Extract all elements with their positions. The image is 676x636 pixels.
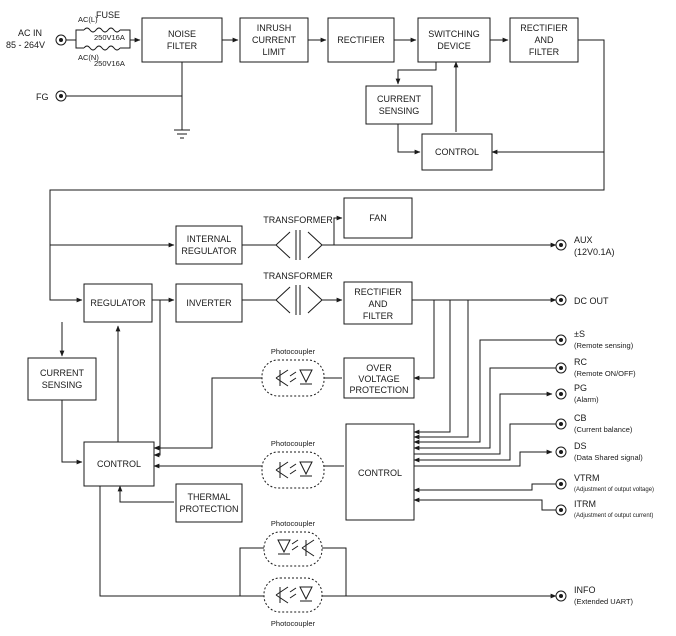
photocoupler-2: Photocoupler	[261, 439, 325, 489]
cb-label: CB	[574, 413, 587, 423]
ac-range-label: 85 - 264V	[6, 40, 45, 50]
svg-text:PROTECTION: PROTECTION	[349, 385, 408, 395]
fuse-n-label: AC(N)	[78, 53, 99, 62]
svg-text:REGULATOR: REGULATOR	[90, 298, 146, 308]
svg-text:SENSING: SENSING	[379, 106, 420, 116]
ds-label: DS	[574, 441, 587, 451]
svg-text:DEVICE: DEVICE	[437, 41, 471, 51]
svg-text:NOISE: NOISE	[168, 29, 196, 39]
svg-text:REGULATOR: REGULATOR	[181, 246, 237, 256]
rectifier-block: RECTIFIER	[327, 17, 395, 63]
svg-text:SENSING: SENSING	[42, 380, 83, 390]
svg-text:INRUSH: INRUSH	[257, 23, 292, 33]
s-sublabel: (Remote sensing)	[574, 341, 634, 350]
rc-sublabel: (Remote ON/OFF)	[574, 369, 636, 378]
svg-text:AND: AND	[368, 299, 388, 309]
svg-text:INTERNAL: INTERNAL	[187, 234, 232, 244]
svg-text:CURRENT: CURRENT	[377, 94, 422, 104]
svg-text:SWITCHING: SWITCHING	[428, 29, 480, 39]
svg-text:OVER: OVER	[366, 363, 392, 373]
photocoupler-3: Photocoupler	[263, 519, 323, 567]
svg-text:RECTIFIER: RECTIFIER	[354, 287, 402, 297]
svg-text:THERMAL: THERMAL	[187, 492, 230, 502]
svg-text:CONTROL: CONTROL	[97, 459, 141, 469]
terminals	[55, 34, 567, 602]
svg-text:RECTIFIER: RECTIFIER	[337, 35, 385, 45]
photocoupler-1-label: Photocoupler	[271, 347, 316, 356]
photocoupler-4-label: Photocoupler	[271, 619, 316, 628]
rectifier-and-filter-block-2: RECTIFIER AND FILTER	[343, 281, 413, 325]
fuse-l-label: AC(L)	[78, 15, 98, 24]
rectifier-and-filter-block-1: RECTIFIER AND FILTER	[509, 17, 579, 63]
dc-out-label: DC OUT	[574, 296, 609, 306]
over-voltage-protection-block: OVER VOLTAGE PROTECTION	[343, 357, 415, 399]
vtrm-label: VTRM	[574, 473, 600, 483]
pg-sublabel: (Alarm)	[574, 395, 599, 404]
cb-sublabel: (Current balance)	[574, 425, 633, 434]
current-sensing-block-1: CURRENT SENSING	[365, 85, 433, 125]
itrm-sublabel: (Adjustment of output current)	[574, 513, 653, 519]
current-sensing-block-2: CURRENT SENSING	[27, 357, 97, 401]
switching-device-block: SWITCHING DEVICE	[417, 17, 491, 63]
thermal-protection-block: THERMAL PROTECTION	[175, 483, 243, 523]
noise-filter-block: NOISE FILTER	[141, 17, 223, 63]
fan-block: FAN	[343, 197, 413, 239]
vtrm-sublabel: (Adjustment of output voltage)	[574, 487, 654, 493]
control-block-3: CONTROL	[345, 423, 415, 521]
pg-label: PG	[574, 383, 587, 393]
svg-text:FILTER: FILTER	[363, 311, 394, 321]
inrush-current-limit-block: INRUSH CURRENT LIMIT	[239, 17, 309, 63]
control-block-1: CONTROL	[421, 133, 493, 171]
svg-text:AND: AND	[534, 35, 554, 45]
svg-text:CURRENT: CURRENT	[40, 368, 85, 378]
svg-text:FILTER: FILTER	[529, 47, 560, 57]
transformer-1: TRANSFORMER	[263, 215, 333, 260]
fuse-label: FUSE	[96, 10, 120, 20]
inverter-block: INVERTER	[175, 283, 243, 323]
fg-label: FG	[36, 92, 49, 102]
aux-label: AUX	[574, 235, 593, 245]
wiring	[49, 27, 605, 599]
photocoupler-2-label: Photocoupler	[271, 439, 316, 448]
transformer-2-label: TRANSFORMER	[263, 271, 333, 281]
regulator-block: REGULATOR	[83, 283, 153, 323]
s-label: ±S	[574, 329, 585, 339]
svg-text:INVERTER: INVERTER	[186, 298, 232, 308]
fuse-n-rating: 250V16A	[94, 59, 125, 68]
svg-text:PROTECTION: PROTECTION	[179, 504, 238, 514]
photocoupler-3-label: Photocoupler	[271, 519, 316, 528]
svg-text:RECTIFIER: RECTIFIER	[520, 23, 568, 33]
fuse-l-rating: 250V16A	[94, 33, 125, 42]
ds-sublabel: (Data Shared signal)	[574, 453, 643, 462]
photocoupler-4: Photocoupler	[263, 577, 323, 628]
control-block-2: CONTROL	[83, 441, 155, 487]
svg-text:CONTROL: CONTROL	[358, 468, 402, 478]
photocoupler-1: Photocoupler	[261, 347, 325, 397]
rc-label: RC	[574, 357, 587, 367]
transformer-2: TRANSFORMER	[263, 271, 333, 315]
itrm-label: ITRM	[574, 499, 596, 509]
info-label: INFO	[574, 585, 596, 595]
svg-text:FAN: FAN	[369, 213, 387, 223]
ac-in-label: AC IN	[18, 28, 42, 38]
svg-text:LIMIT: LIMIT	[262, 47, 286, 57]
svg-text:CONTROL: CONTROL	[435, 147, 479, 157]
info-sublabel: (Extended UART)	[574, 597, 634, 606]
aux-sublabel: (12V0.1A)	[574, 247, 615, 257]
svg-text:VOLTAGE: VOLTAGE	[358, 374, 399, 384]
svg-text:CURRENT: CURRENT	[252, 35, 297, 45]
transformer-1-label: TRANSFORMER	[263, 215, 333, 225]
internal-regulator-block: INTERNAL REGULATOR	[175, 225, 243, 265]
svg-text:FILTER: FILTER	[167, 41, 198, 51]
